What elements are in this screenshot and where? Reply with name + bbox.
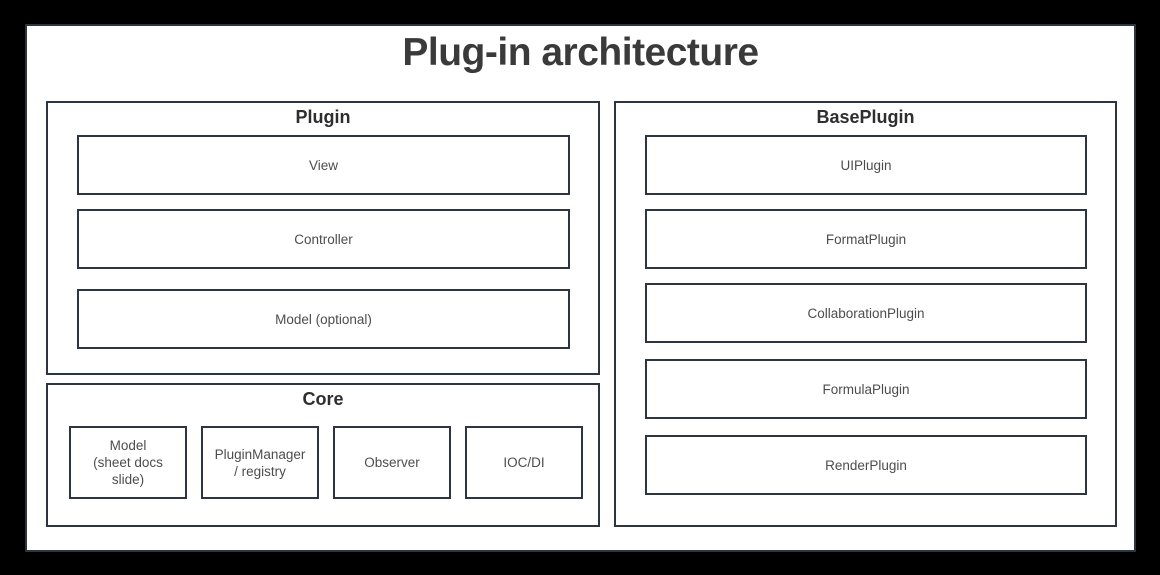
base-plugin-box-stack: UIPlugin FormatPlugin CollaborationPlugi… xyxy=(616,129,1115,509)
base-plugin-section-title: BasePlugin xyxy=(816,107,915,127)
base-plugin-section: BasePlugin UIPlugin FormatPlugin Collabo… xyxy=(614,101,1117,527)
plugin-section-title: Plugin xyxy=(295,107,351,127)
model-optional-box: Model (optional) xyxy=(77,289,570,349)
diagram-title: Plug-in architecture xyxy=(402,31,759,74)
diagram-page: Plug-in architecture Plugin View Control… xyxy=(25,24,1136,552)
formula-plugin-box: FormulaPlugin xyxy=(645,359,1087,419)
core-box-row: Model (sheet docs slide) PluginManager /… xyxy=(69,426,598,499)
core-section-title: Core xyxy=(302,389,344,409)
model-sheet-docs-slide-box: Model (sheet docs slide) xyxy=(69,426,187,499)
ioc-di-box: IOC/DI xyxy=(465,426,583,499)
controller-box: Controller xyxy=(77,209,570,269)
plugin-box-stack: View Controller Model (optional) xyxy=(48,129,598,363)
plugin-section: Plugin View Controller Model (optional) xyxy=(46,101,600,375)
core-section: Core Model (sheet docs slide) PluginMana… xyxy=(46,383,600,527)
view-box: View xyxy=(77,135,570,195)
plugin-manager-registry-box: PluginManager / registry xyxy=(201,426,319,499)
observer-box: Observer xyxy=(333,426,451,499)
ui-plugin-box: UIPlugin xyxy=(645,135,1087,195)
format-plugin-box: FormatPlugin xyxy=(645,209,1087,269)
render-plugin-box: RenderPlugin xyxy=(645,435,1087,495)
collaboration-plugin-box: CollaborationPlugin xyxy=(645,283,1087,343)
